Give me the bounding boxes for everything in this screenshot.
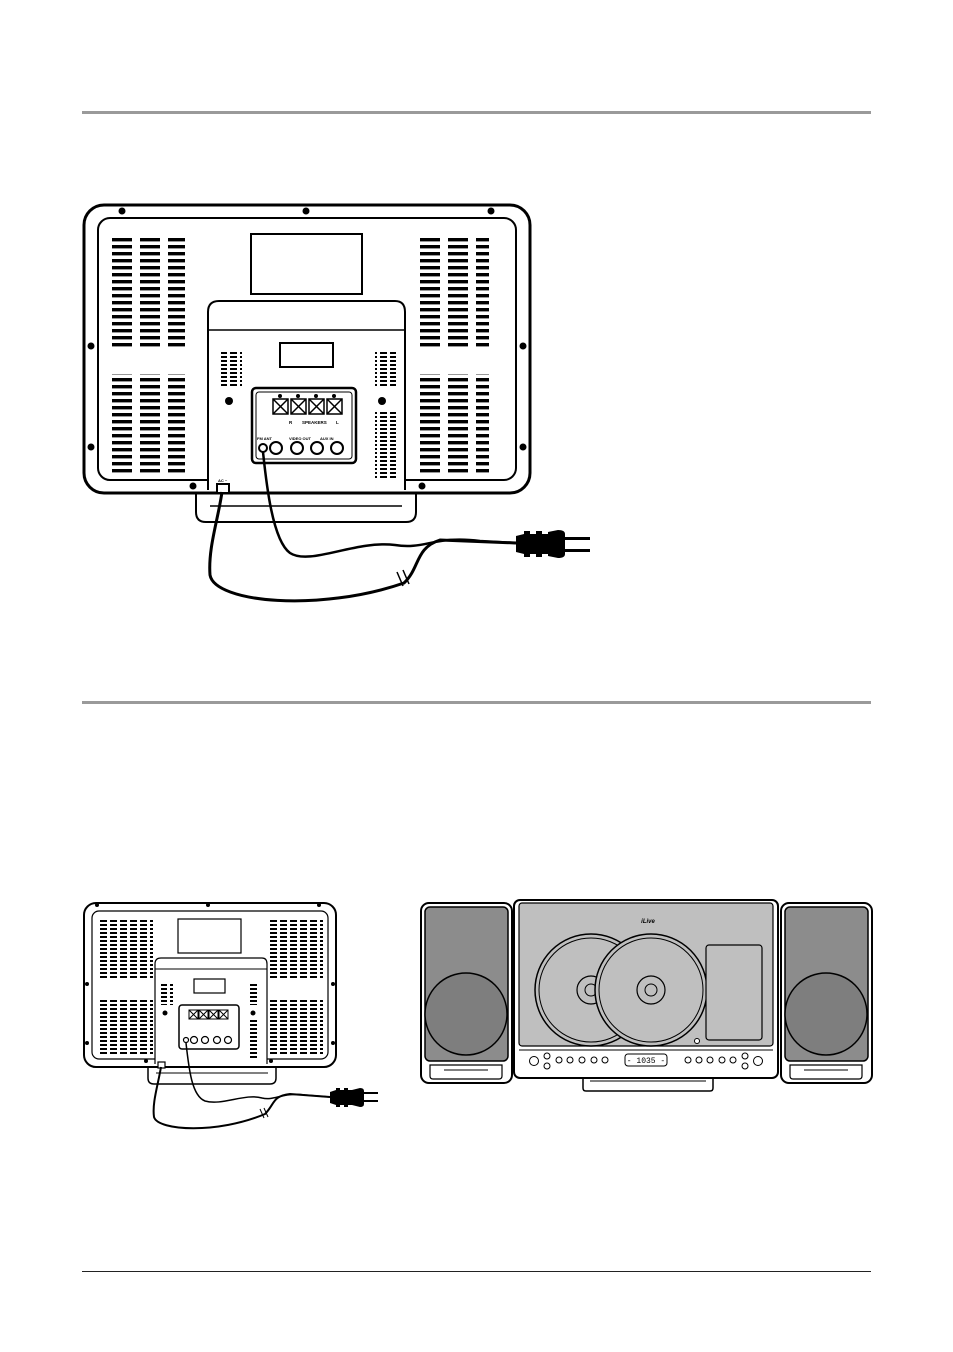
speaker-l-label: L	[336, 420, 339, 425]
left-speaker	[421, 903, 512, 1083]
ac-label: AC ~	[218, 478, 228, 483]
display-readout: - 1035 -	[627, 1057, 665, 1066]
speakers-label: SPEAKERS	[302, 420, 327, 425]
rear-panel-diagram-large: R SPEAKERS L FM ANT VIDEO OUT AUX IN AC …	[84, 205, 590, 601]
rear-panel-diagram-small	[84, 903, 378, 1128]
right-speaker	[781, 903, 872, 1083]
brand-logo: iLive	[641, 919, 655, 925]
aux-in-label: AUX IN	[320, 436, 334, 441]
video-out-label: VIDEO OUT	[289, 436, 312, 441]
front-view-system-diagram: iLive	[421, 900, 872, 1091]
main-unit: iLive	[514, 900, 778, 1078]
fm-ant-label: FM ANT	[257, 436, 273, 441]
